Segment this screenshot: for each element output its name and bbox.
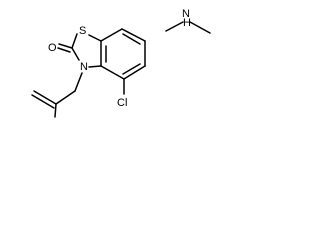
atom-label-amine-hydrogen: H	[183, 17, 191, 29]
bond-nitrogen-to-ring-carbon	[88, 65, 102, 68]
benzene-bond-bottom-left	[100, 65, 125, 80]
atom-label-carbonyl-oxygen: O	[48, 42, 57, 54]
chemical-structure-drawing: O S N Cl OH N H	[31, 8, 211, 118]
benzene-bond-top-left	[100, 28, 123, 42]
bond-carbonyl-carbon-to-nitrogen	[71, 47, 80, 61]
benzene-inner-double-bond-bottom	[122, 63, 141, 75]
benzothiazolone-acetic-acid-molecule: O S N Cl OH	[31, 25, 146, 118]
carbonyl-double-bond-b	[57, 47, 71, 53]
benzene-inner-double-bond-top	[122, 33, 141, 45]
carboxyl-double-bond-b	[31, 94, 55, 109]
dimethylamine-molecule: N H	[165, 8, 211, 34]
bond-nitrogen-to-methylene	[74, 72, 83, 92]
atom-label-chlorine: Cl	[117, 97, 127, 109]
bond-methylene-to-carboxyl-carbon	[55, 90, 76, 105]
bond-sulfur-to-carbonyl-carbon	[71, 33, 78, 49]
atom-label-sulfur: S	[79, 25, 86, 37]
bond-carboxyl-carbon-to-hydroxyl	[54, 103, 57, 118]
bond-left-methyl-to-nitrogen	[165, 21, 184, 32]
benzene-bond-top-right	[121, 28, 146, 42]
bond-nitrogen-to-right-methyl	[189, 21, 211, 34]
bond-ring-carbon-to-sulfur	[88, 34, 102, 42]
carbonyl-double-bond-a	[58, 43, 73, 49]
carboxyl-double-bond-a	[33, 90, 57, 105]
benzene-bond-bottom-right	[123, 65, 146, 80]
atom-label-nitrogen: N	[80, 61, 88, 73]
atom-label-amine-nitrogen: N	[182, 8, 190, 20]
